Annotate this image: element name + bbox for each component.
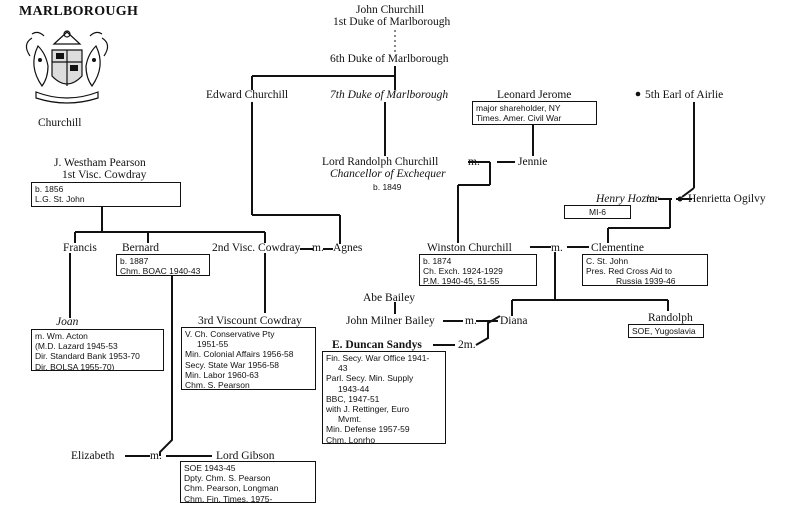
winston-info-line: b. 1874 xyxy=(423,256,452,266)
sandys-info-line: Parl. Secy. Min. Supply xyxy=(326,373,414,384)
henrietta-ogilvy: Henrietta Ogilvy xyxy=(688,193,766,205)
bernard-info-line: b. 1887 xyxy=(120,256,149,266)
cowdray3-info-line: 1951-55 xyxy=(197,339,229,350)
ogilvy-dot xyxy=(677,196,683,202)
pearson-info-line: L.G. St. John xyxy=(35,194,85,205)
gibson-info-line: Chm. Fin. Times, 1975- xyxy=(184,493,273,503)
leonard-jerome: Leonard Jerome xyxy=(497,89,572,101)
leonard-info-line: Times. Amer. Civil War xyxy=(476,113,562,124)
cowdray3-info-line: Chm. S. Pearson xyxy=(185,380,250,390)
hozier-info-line: MI-6 xyxy=(589,207,606,217)
agnes: Agnes xyxy=(333,242,363,254)
marriage-sign: m. xyxy=(468,156,480,168)
second-marriage-sign: 2m. xyxy=(458,339,476,351)
line-airlie-to-ogilvy xyxy=(681,187,695,198)
family-title: MARLBOROUGH xyxy=(19,4,139,19)
pearson-title: 1st Visc. Cowdray xyxy=(62,169,147,181)
cowdray3-info-box: V. Ch. Conservative Pty 1951-55 Min. Col… xyxy=(181,327,316,390)
gibson-info-line: Chm. Pearson, Longman xyxy=(184,483,279,494)
winston-info-line: Ch. Exch. 1924-1929 xyxy=(423,266,503,277)
line-bernard-to-elizabeth xyxy=(159,275,173,456)
bernard: Bernard xyxy=(122,242,160,254)
earl-of-airlie: 5th Earl of Airlie xyxy=(645,89,724,101)
joan-info-line: m. Wm. Acton xyxy=(35,331,88,341)
joan-info-line: Dir. Standard Bank 1953-70 xyxy=(35,351,140,362)
crest-label: Churchill xyxy=(38,117,82,129)
cowdray3-info-line: V. Ch. Conservative Pty xyxy=(185,329,275,339)
leonard-info-box: major shareholder, NY Times. Amer. Civil… xyxy=(472,101,597,125)
leonard-info-line: major shareholder, NY xyxy=(476,103,561,113)
sandys-info-line: Min. Defense 1957-59 xyxy=(326,424,410,435)
randolph-info-box: SOE, Yugoslavia xyxy=(628,324,704,338)
cowdray3-info-line: Secy. State War 1956-58 xyxy=(185,359,280,370)
clementine-info-line: Russia 1939-46 xyxy=(616,276,676,286)
lord-randolph-born: b. 1849 xyxy=(373,182,402,192)
sandys-info-box: Fin. Secy. War Office 1941- 43 Parl. Sec… xyxy=(322,351,446,444)
marriage-sign: m. xyxy=(465,315,477,327)
cowdray3-info-line: Min. Colonial Affairs 1956-58 xyxy=(185,349,294,360)
marriage-sign: m. xyxy=(551,242,563,254)
abe-bailey: Abe Bailey xyxy=(363,292,416,304)
lord-gibson: Lord Gibson xyxy=(216,450,275,462)
duke-6th: 6th Duke of Marlborough xyxy=(330,53,449,65)
winston-churchill: Winston Churchill xyxy=(427,242,512,254)
cowdray-2nd: 2nd Visc. Cowdray xyxy=(212,242,301,254)
sandys-info-line: with J. Rettinger, Euro xyxy=(326,404,410,415)
hozier-info-box: MI-6 xyxy=(564,205,631,219)
marriage-sign: m. xyxy=(312,242,324,254)
joan-info-line: Dir. BOLSA 1955-70) xyxy=(35,361,115,371)
randolph-info-line: SOE, Yugoslavia xyxy=(632,326,696,336)
pearson-name: J. Westham Pearson xyxy=(54,157,146,169)
clementine-info-line: C. St. John xyxy=(586,256,629,266)
marriage-sign: m. xyxy=(150,450,162,462)
francis: Francis xyxy=(63,242,97,254)
winston-info-box: b. 1874 Ch. Exch. 1924-1929 P.M. 1940-45… xyxy=(419,254,537,286)
elizabeth: Elizabeth xyxy=(71,450,115,462)
sandys-info-line: Fin. Secy. War Office 1941- xyxy=(326,353,430,363)
gibson-info-line: Dpty. Chm. S. Pearson xyxy=(184,473,271,484)
clementine-info-line: Pres. Red Cross Aid to xyxy=(586,266,672,277)
marriage-sign: m. xyxy=(646,193,658,205)
henry-hozier: Henry Hozier xyxy=(596,193,659,205)
john-milner-bailey: John Milner Bailey xyxy=(346,315,435,327)
clementine-info-box: C. St. John Pres. Red Cross Aid to Russi… xyxy=(582,254,708,286)
lord-randolph-title: Chancellor of Exchequer xyxy=(330,168,446,180)
bernard-info-line: Chm. BOAC 1940-43 xyxy=(120,266,201,276)
sandys-info-line: Mvmt. xyxy=(338,414,362,425)
diana: Diana xyxy=(500,315,528,327)
airlie-dot xyxy=(635,91,641,97)
joan-info-line: (M.D. Lazard 1945-53 xyxy=(35,341,118,352)
coat-of-arms-icon xyxy=(25,30,109,104)
pearson-info-line: b. 1856 xyxy=(35,184,64,194)
cowdray-3rd: 3rd Viscount Cowdray xyxy=(198,315,302,327)
pearson-info-box: b. 1856 L.G. St. John xyxy=(31,182,181,207)
gibson-info-line: SOE 1943-45 xyxy=(184,463,236,473)
sandys-info-line: 43 xyxy=(338,363,348,374)
edward-churchill: Edward Churchill xyxy=(206,89,289,101)
duncan-sandys: E. Duncan Sandys xyxy=(332,339,422,351)
sandys-info-line: 1943-44 xyxy=(338,383,370,394)
lord-randolph-name: Lord Randolph Churchill xyxy=(322,156,439,168)
gibson-info-box: SOE 1943-45 Dpty. Chm. S. Pearson Chm. P… xyxy=(180,461,316,503)
line-diana-bracket xyxy=(475,315,501,346)
joan: Joan xyxy=(56,316,79,328)
bernard-info-box: b. 1887 Chm. BOAC 1940-43 xyxy=(116,254,210,276)
joan-info-box: m. Wm. Acton (M.D. Lazard 1945-53 Dir. S… xyxy=(31,329,164,371)
john-churchill-title: 1st Duke of Marlborough xyxy=(333,16,451,28)
cowdray3-info-line: Min. Labor 1960-63 xyxy=(185,369,259,380)
john-churchill-name: John Churchill xyxy=(356,4,425,16)
clementine: Clementine xyxy=(591,242,645,254)
sandys-info-line: BBC, 1947-51 xyxy=(326,393,380,404)
sandys-info-line: Chm. Lonrho xyxy=(326,434,376,444)
randolph: Randolph xyxy=(648,312,693,324)
duke-7th: 7th Duke of Marlborough xyxy=(330,89,449,101)
winston-info-line: P.M. 1940-45, 51-55 xyxy=(423,276,500,286)
jennie: Jennie xyxy=(518,156,548,168)
